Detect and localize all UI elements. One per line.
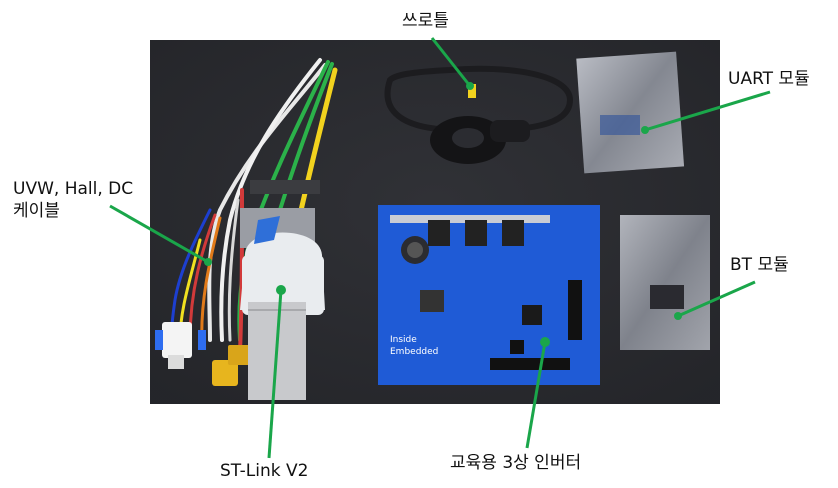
label-throttle: 쓰로틀	[402, 11, 449, 31]
label-bt-module: BT 모듈	[730, 255, 789, 275]
label-cable-line2: 케이블	[13, 201, 60, 221]
ribbon-cable	[248, 302, 306, 400]
product-photo: Inside Embedded	[150, 40, 720, 404]
label-stlink: ST-Link V2	[220, 461, 309, 481]
bt-module-bag	[620, 215, 710, 350]
board-silkscreen-embedded: Embedded	[390, 347, 438, 357]
xt60-connector	[212, 360, 238, 386]
label-cable-line1: UVW, Hall, DC	[13, 179, 134, 199]
uart-module-bag	[576, 51, 685, 174]
inverter-board: Inside Embedded	[378, 205, 600, 385]
board-silkscreen-inside: Inside	[390, 335, 417, 345]
label-inverter: 교육용 3상 인버터	[450, 453, 582, 473]
label-uart-module: UART 모듈	[728, 69, 810, 89]
white-connector	[162, 322, 192, 358]
